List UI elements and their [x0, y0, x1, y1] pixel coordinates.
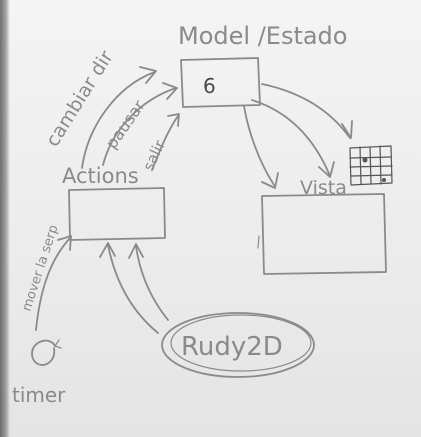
arrow-change-dir	[81, 71, 156, 169]
arrow-rudy-to-actions-2-head	[128, 243, 144, 259]
arrow-exit-head	[167, 113, 180, 127]
framework-ellipse	[161, 312, 315, 378]
arrow-model-to-view-2-head	[318, 161, 335, 178]
model-label: Model /Estado	[178, 22, 347, 50]
view-box	[261, 193, 387, 275]
event-pause: pausar	[102, 96, 149, 152]
model-box	[180, 57, 261, 108]
grid-icon	[349, 145, 393, 186]
arrow-pause	[102, 87, 177, 166]
arrow-change-dir-head	[139, 66, 157, 84]
model-value: 6	[203, 74, 216, 98]
arrow-model-to-view-2	[251, 99, 331, 177]
framework-label: Rudy2D	[181, 332, 283, 362]
arrow-keys-to-actions-head	[57, 235, 72, 251]
actions-label: Actions	[62, 164, 139, 188]
framework-ellipse-inner	[170, 314, 312, 372]
timer-label: timer	[12, 383, 66, 407]
arrow-model-to-grid	[261, 83, 351, 139]
arrow-keys-to-actions	[35, 237, 71, 331]
arrow-model-to-view-head	[261, 172, 279, 189]
arrow-rudy-to-actions	[107, 244, 159, 334]
arrow-exit	[151, 115, 179, 171]
timer-icon	[31, 339, 62, 366]
arrow-pause-head	[162, 82, 178, 100]
arrow-model-to-view	[243, 105, 275, 186]
arrow-rudy-to-actions-head	[99, 242, 116, 258]
arrow-rudy-to-actions-2	[135, 245, 169, 321]
view-label: Vista	[300, 177, 347, 199]
view-box-mark	[257, 235, 260, 249]
event-exit: salir	[139, 137, 169, 174]
actions-box	[68, 187, 166, 241]
arrow-model-to-grid-head	[341, 120, 353, 139]
